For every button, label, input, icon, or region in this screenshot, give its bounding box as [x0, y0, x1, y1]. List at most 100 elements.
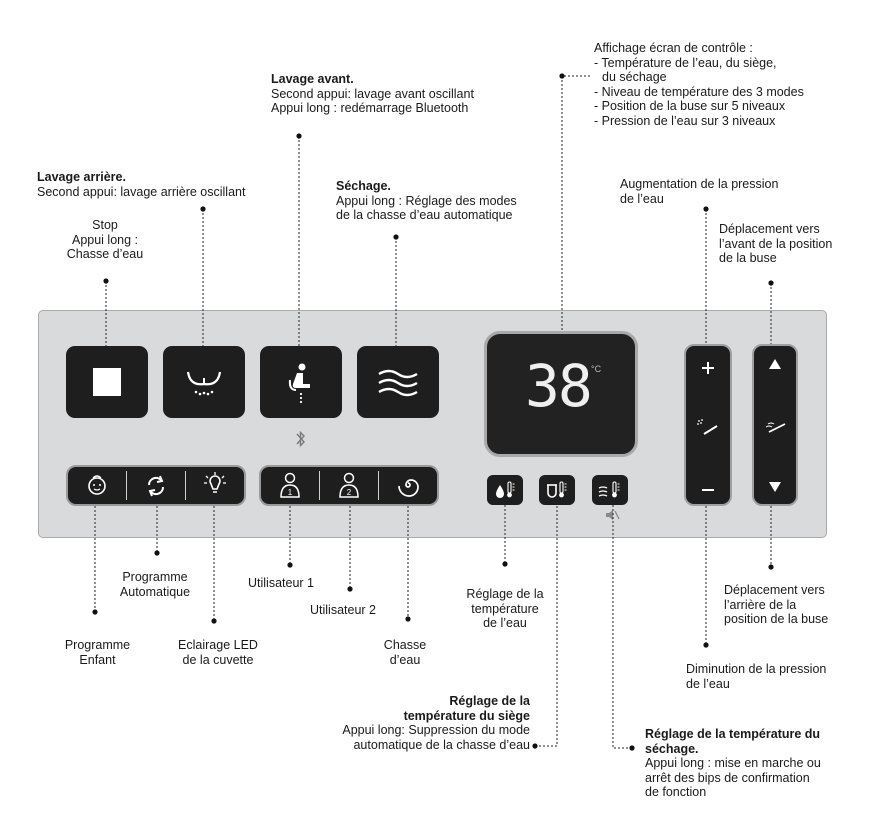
auto-program-annotation: Programme Automatique: [90, 570, 220, 599]
nozzle-position-icon: [765, 422, 786, 433]
stop-line-1: Stop: [92, 218, 118, 232]
drying-annotation: Séchage. Appui long : Réglage des modes …: [336, 179, 517, 223]
seat-temp-button[interactable]: [539, 475, 575, 505]
nozzle-back-annotation: Déplacement vers l’arrière de la positio…: [724, 583, 828, 627]
pressure-down-annotation: Diminution de la pression de l’eau: [686, 662, 826, 691]
divider: [126, 471, 127, 500]
dry-temp-desc-3: de fonction: [645, 785, 707, 799]
seat-thermometer-icon: [547, 481, 567, 498]
pressure-spray-icon: [697, 419, 718, 435]
swirl-icon: [398, 479, 419, 497]
rear-wash-button[interactable]: [163, 346, 245, 418]
front-wash-annotation: Lavage avant. Second appui: lavage avant…: [271, 72, 474, 116]
pressure-up-line-2: de l’eau: [620, 191, 664, 206]
user2-label: Utilisateur 2: [310, 603, 376, 617]
display-line-5: - Position de la buse sur 5 niveaux: [594, 99, 786, 113]
nozzle-slider[interactable]: [752, 344, 798, 506]
pressure-up-annotation: Augmentation de la pression de l’eau: [620, 177, 778, 206]
auto-program-button[interactable]: [127, 467, 185, 504]
stop-annotation: Stop Appui long : Chasse d’eau: [30, 218, 180, 262]
bluetooth-icon: [296, 430, 305, 448]
dry-temp-desc-1: Appui long : mise en marche ou: [645, 756, 821, 770]
water-temp-line-2: température: [471, 601, 539, 616]
display-line-2: - Température de l’eau, du siège,: [594, 55, 777, 70]
pressure-controls: [697, 362, 718, 491]
dry-temp-desc-2: arrêt des bips de confirmation: [645, 770, 810, 785]
dry-temp-annotation: Réglage de la température du séchage. Ap…: [645, 727, 821, 800]
led-light-button[interactable]: [186, 467, 244, 504]
rear-wash-icon: [186, 371, 222, 396]
seat-temp-desc-2: automatique de la chasse d’eau: [353, 737, 530, 752]
front-wash-desc-1: Second appui: lavage avant oscillant: [271, 86, 474, 101]
water-temp-line-3: de l’eau: [483, 616, 527, 630]
svg-text:1: 1: [288, 488, 293, 497]
stop-icon: [93, 368, 121, 396]
rear-wash-title: Lavage arrière.: [37, 170, 126, 184]
rear-wash-desc: Second appui: lavage arrière oscillant: [37, 184, 246, 199]
pressure-up-line-1: Augmentation de la pression: [620, 177, 779, 191]
dry-temp-title-1: Réglage de la température du: [645, 727, 821, 741]
flush-line-2: d’eau: [389, 652, 421, 667]
arrow-up-icon: [769, 359, 781, 369]
temperature-readout: 38: [525, 352, 593, 420]
water-drop-thermometer-icon: [496, 481, 515, 498]
nozzle-back-line-1: Déplacement vers: [724, 583, 825, 597]
plus-icon: [702, 362, 714, 374]
display-annotation: Affichage écran de contrôle : - Températ…: [594, 41, 804, 128]
front-wash-button[interactable]: [260, 346, 342, 418]
nozzle-forward-line-2: l’avant de la position: [719, 236, 833, 251]
divider: [319, 471, 320, 500]
drying-title: Séchage.: [336, 179, 391, 193]
nozzle-controls: [765, 359, 786, 492]
lightbulb-icon: [204, 472, 226, 493]
pressure-down-line-1: Diminution de la pression: [686, 662, 827, 676]
flush-annotation: Chasse d’eau: [365, 638, 445, 667]
user1-label: Utilisateur 1: [248, 576, 314, 590]
seat-temp-title-2: température du siège: [403, 708, 530, 723]
dry-temp-title-2: séchage.: [645, 741, 699, 756]
stop-button[interactable]: [66, 346, 148, 418]
child-program-button[interactable]: [68, 467, 126, 504]
drying-button[interactable]: [357, 346, 439, 418]
nozzle-forward-line-1: Déplacement vers: [719, 222, 820, 236]
display-line-3: du séchage: [602, 70, 667, 84]
auto-line-2: Automatique: [119, 584, 191, 599]
display-line-1: Affichage écran de contrôle :: [594, 41, 753, 55]
left-button-group: [66, 465, 246, 506]
user2-button[interactable]: 2: [320, 467, 378, 504]
mute-speaker-icon: [606, 510, 620, 520]
svg-text:2: 2: [347, 488, 352, 497]
water-temp-annotation: Réglage de la température de l’eau: [440, 587, 570, 631]
drying-desc-1: Appui long : Réglage des modes: [336, 193, 517, 208]
child-face-icon: [88, 475, 106, 495]
stop-line-2: Appui long :: [71, 232, 139, 247]
child-line-1: Programme: [64, 638, 131, 652]
led-line-2: de la cuvette: [182, 652, 254, 667]
flush-line-1: Chasse: [383, 638, 427, 652]
seat-temp-desc-1: Appui long: Suppression du mode: [342, 723, 530, 737]
water-temp-button[interactable]: [487, 475, 523, 505]
user2-icon: 2: [339, 472, 359, 498]
auto-line-1: Programme: [122, 570, 188, 584]
stop-line-3: Chasse d’eau: [66, 247, 144, 261]
nozzle-back-line-2: l’arrière de la: [724, 597, 797, 612]
child-program-annotation: Programme Enfant: [40, 638, 155, 667]
divider: [185, 471, 186, 500]
child-line-2: Enfant: [79, 652, 116, 667]
refresh-icon: [147, 475, 165, 497]
nozzle-forward-line-3: de la buse: [719, 251, 777, 265]
right-button-group: 1 2: [259, 465, 439, 506]
flush-button[interactable]: [379, 467, 437, 504]
nozzle-forward-annotation: Déplacement vers l’avant de la position …: [719, 222, 832, 266]
arrow-down-icon: [769, 482, 781, 492]
front-wash-title: Lavage avant.: [271, 72, 354, 86]
dry-temp-button[interactable]: [592, 475, 628, 505]
pressure-slider[interactable]: [684, 344, 732, 506]
display-line-6: - Pression de l’eau sur 3 niveaux: [594, 113, 776, 128]
drying-desc-2: de la chasse d’eau automatique: [336, 208, 513, 222]
led-line-1: Eclairage LED: [178, 638, 258, 652]
drying-icon: [378, 369, 418, 397]
nozzle-back-line-3: position de la buse: [724, 612, 829, 626]
user1-button[interactable]: 1: [261, 467, 319, 504]
